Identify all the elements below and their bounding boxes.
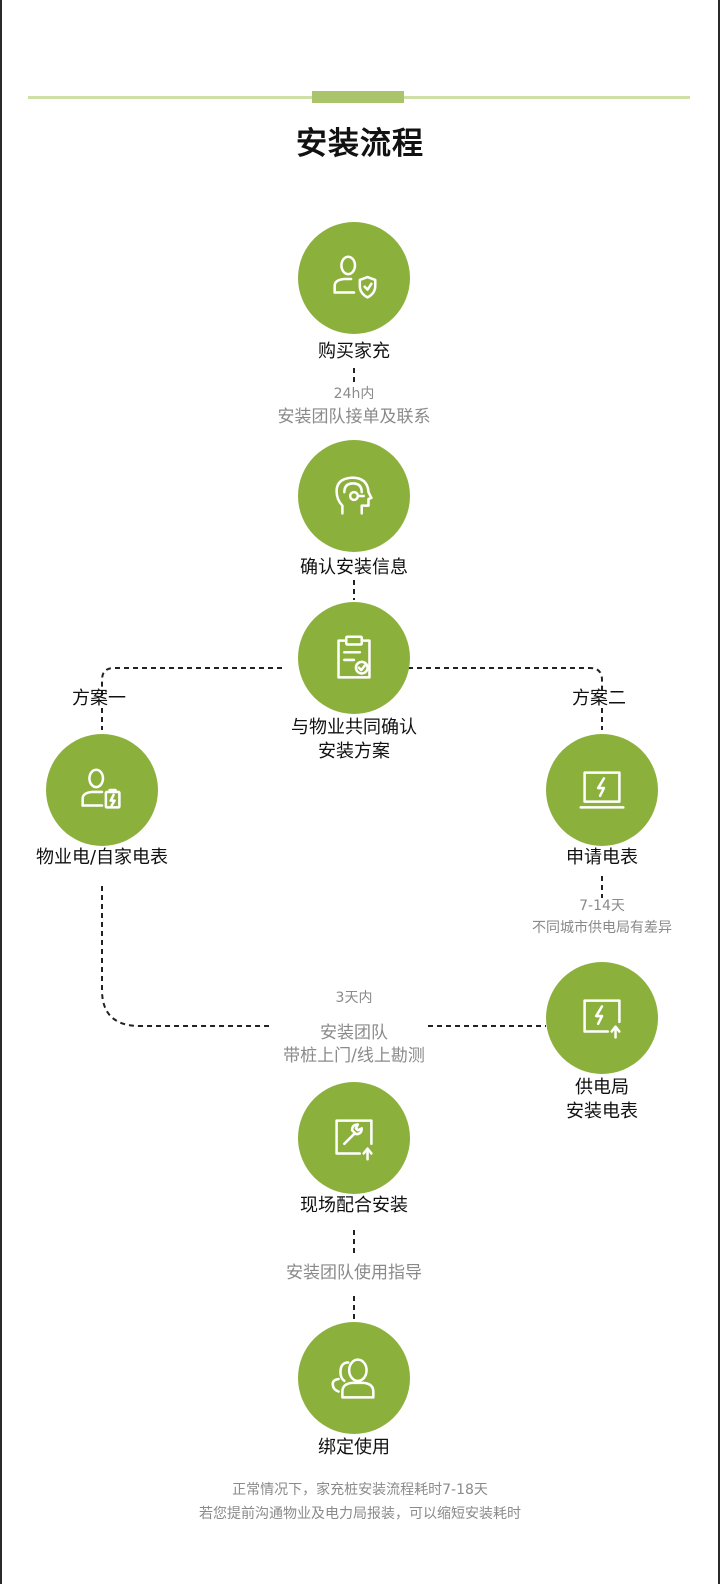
- step-supply-label-2: 安装电表: [566, 1101, 638, 1122]
- plan-one-label: 方案一: [72, 688, 126, 709]
- connector-plan-right: [408, 667, 603, 696]
- step-apply-meter-circle: [546, 734, 658, 846]
- step-confirm-info-label: 确认安装信息: [300, 557, 408, 578]
- step-supply-label-1: 供电局: [575, 1077, 629, 1098]
- step-confirm-plan-label-1: 与物业共同确认: [291, 717, 417, 738]
- wrench-upload-icon: [335, 1119, 373, 1161]
- step-onsite-circle: [298, 1082, 410, 1194]
- step-meter-self-label: 物业电/自家电表: [35, 847, 169, 868]
- person-shield-icon: [333, 255, 377, 299]
- step-meter-self-circle: [46, 734, 158, 846]
- users-icon: [331, 1358, 375, 1399]
- note-7-14-time: 7-14天: [579, 898, 625, 914]
- step-buy-circle: [298, 222, 410, 334]
- step-bind-circle: [298, 1322, 410, 1434]
- note-3days-line2: 带桩上门/线上勘测: [283, 1046, 425, 1066]
- step-bind-label: 绑定使用: [318, 1437, 390, 1458]
- step-confirm-plan-label-2: 安装方案: [318, 741, 390, 762]
- step-confirm-plan-circle: [298, 602, 410, 714]
- connector-meter-join: [101, 886, 272, 1027]
- clipboard-check-icon: [337, 635, 371, 679]
- monitor-bolt-icon: [579, 771, 625, 809]
- footer-line-1: 正常情况下，家充桩安装流程耗时7-18天: [232, 1482, 488, 1498]
- note-guidance-text: 安装团队使用指导: [286, 1263, 422, 1283]
- step-onsite-label: 现场配合安装: [300, 1195, 408, 1216]
- note-3days-line1: 安装团队: [320, 1023, 388, 1043]
- note-7-14-text: 不同城市供电局有差异: [532, 920, 672, 936]
- step-apply-meter-label: 申请电表: [566, 847, 638, 868]
- person-battery-icon: [81, 768, 121, 809]
- headset-agent-icon: [335, 476, 373, 515]
- note-3days-time: 3天内: [335, 990, 373, 1006]
- footer-line-2: 若您提前沟通物业及电力局报装，可以缩短安装耗时: [199, 1506, 521, 1522]
- top-divider-accent: [312, 91, 404, 103]
- monitor-bolt-upload-icon: [583, 999, 621, 1039]
- note-24h-time: 24h内: [333, 386, 375, 402]
- frame-right-border: [718, 0, 720, 1584]
- step-buy-label: 购买家充: [318, 341, 390, 362]
- step-supply-circle: [546, 962, 658, 1074]
- page-title: 安装流程: [296, 126, 424, 162]
- plan-two-label: 方案二: [572, 688, 626, 709]
- note-24h-text: 安装团队接单及联系: [277, 407, 431, 427]
- step-confirm-info-circle: [298, 440, 410, 552]
- connector-plan-left: [101, 667, 282, 696]
- frame-left-border: [0, 0, 2, 1584]
